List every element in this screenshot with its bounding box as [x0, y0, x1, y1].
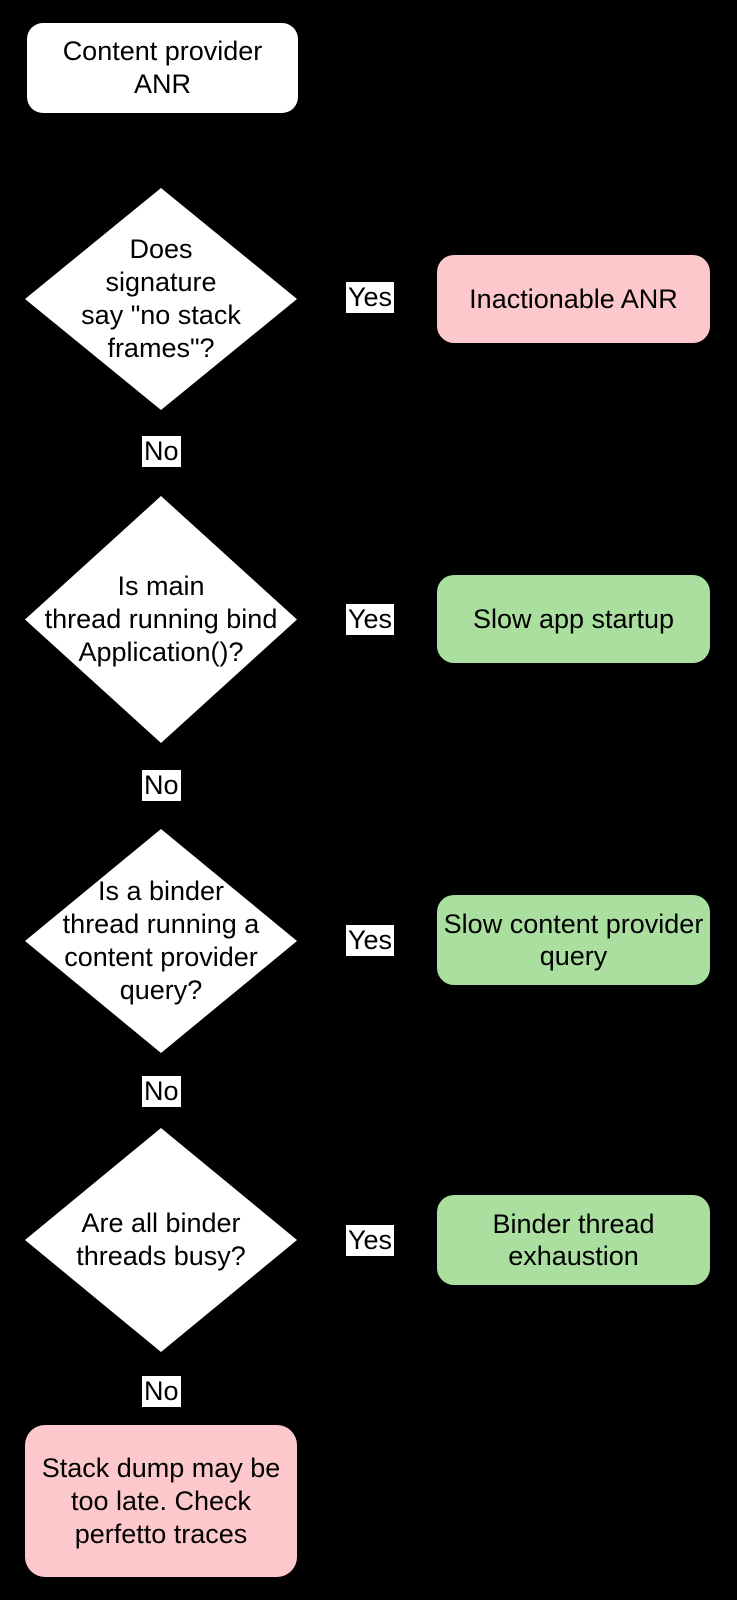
edge-label-yes-4: Yes [346, 1225, 395, 1256]
edge-label-yes-1: Yes [346, 282, 395, 313]
edge-label-no-4: No [142, 1376, 181, 1407]
edge-label-yes-3: Yes [346, 925, 395, 956]
outcome-node-slow-content-provider-query: Slow content provider query [437, 895, 710, 985]
edge-label-no-1: No [142, 436, 181, 467]
start-node-content-provider-anr: Content provider ANR [27, 23, 298, 113]
outcome-node-inactionable-anr: Inactionable ANR [437, 255, 710, 343]
outcome-node-slow-app-startup: Slow app startup [437, 575, 710, 663]
fallback-node-stack-dump-too-late: Stack dump may be too late. Check perfet… [25, 1425, 297, 1577]
decision-diamond-binder-threads-busy: Are all binder threads busy? [25, 1128, 297, 1352]
edge-label-no-2: No [142, 770, 181, 801]
outcome-node-binder-thread-exhaustion: Binder thread exhaustion [437, 1195, 710, 1285]
edge-label-no-3: No [142, 1076, 181, 1107]
decision-diamond-bind-application: Is main thread running bind Application(… [25, 496, 297, 743]
edge-label-yes-2: Yes [346, 604, 395, 635]
decision-diamond-no-stack-frames: Does signature say "no stack frames"? [25, 188, 297, 410]
decision-diamond-binder-thread-query: Is a binder thread running a content pro… [25, 829, 297, 1053]
